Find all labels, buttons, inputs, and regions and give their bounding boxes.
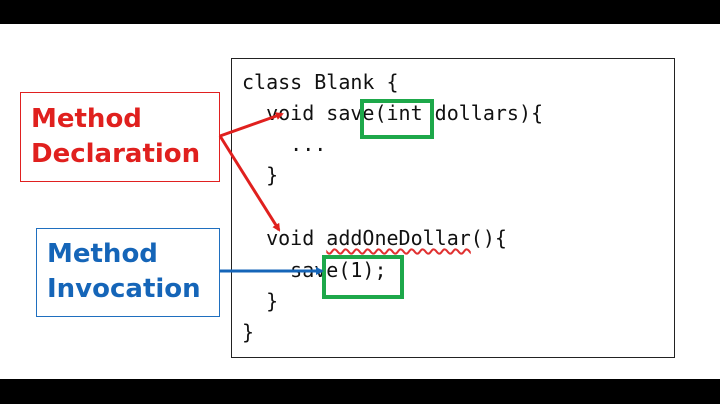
code-line-2-pre: void: [242, 101, 327, 125]
invocation-word-2: Invocation: [47, 274, 201, 304]
code-line-8: }: [242, 320, 255, 344]
code-panel: class Blank { void save(int dollars){ ..…: [231, 58, 675, 358]
code-line-2-post: (int dollars){: [374, 101, 544, 125]
code-line-6-post: (1);: [338, 258, 387, 282]
code-line-7: }: [242, 289, 279, 313]
declaration-arrow-upper: [219, 112, 284, 138]
invocation-highlight-box: [322, 255, 404, 299]
declaration-word-2: Declaration: [31, 139, 201, 169]
method-invocation-label: Method Invocation: [36, 228, 220, 317]
code-line-3: ...: [242, 132, 327, 156]
arrows-layer: [218, 112, 324, 275]
save-declaration-name: save: [326, 101, 375, 125]
invocation-word-1: Method: [47, 239, 158, 269]
code-line-5-post: (){: [470, 226, 507, 250]
code-line-4: }: [242, 163, 279, 187]
declaration-arrow-lower: [218, 135, 281, 232]
method-declaration-label: Method Declaration: [20, 92, 220, 182]
add-one-dollar-method-name: addOneDollar: [326, 226, 471, 250]
code-line-1: class Blank {: [242, 70, 399, 94]
slide: Method Declaration Method Invocation cla…: [0, 24, 720, 379]
declaration-word-1: Method: [31, 104, 142, 134]
code-line-2: void save(int dollars){: [242, 100, 543, 126]
declaration-highlight-box: [360, 99, 434, 139]
